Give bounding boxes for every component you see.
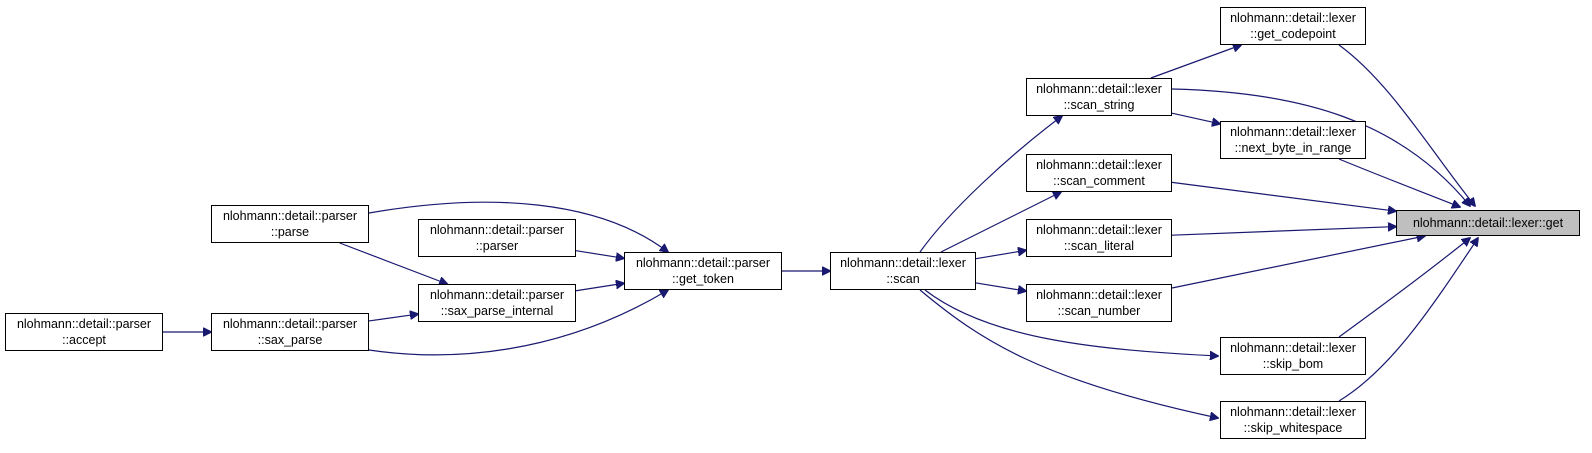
edge-get-codepoint-to-get <box>1338 44 1475 206</box>
node-parser-parse[interactable]: nlohmann::detail::parser ::parse <box>211 205 369 243</box>
node-label-line1: nlohmann::detail::lexer <box>1036 82 1162 96</box>
node-lexer-get-codepoint[interactable]: nlohmann::detail::lexer ::get_codepoint <box>1220 7 1366 45</box>
node-label-line1: nlohmann::detail::lexer <box>1230 125 1356 139</box>
edge-scan-string-to-next-byte-in-range <box>1171 112 1220 124</box>
edge-sax-parse-to-get-token <box>368 290 668 356</box>
node-lexer-scan-comment[interactable]: nlohmann::detail::lexer ::scan_comment <box>1026 154 1172 192</box>
edge-scan-literal-to-get <box>1171 227 1396 236</box>
edge-parser-to-get-token <box>575 250 624 259</box>
node-lexer-scan[interactable]: nlohmann::detail::lexer ::scan <box>830 252 976 290</box>
edge-scan-string-to-get-codepoint <box>1150 45 1241 79</box>
edge-scan-string-to-get <box>1171 88 1470 206</box>
node-label-line1: nlohmann::detail::lexer <box>1230 11 1356 25</box>
edge-next-byte-in-range-to-get <box>1338 158 1460 207</box>
edge-scan-to-scan-literal <box>975 250 1026 260</box>
edge-scan-to-skip-whitespace <box>919 289 1218 418</box>
node-label-line2: ::next_byte_in_range <box>1234 141 1352 155</box>
edge-skip-whitespace-to-get <box>1338 238 1478 402</box>
edge-scan-to-scan-string <box>919 116 1062 253</box>
node-parser-sax-parse-internal[interactable]: nlohmann::detail::parser ::sax_parse_int… <box>418 284 576 322</box>
edge-scan-to-skip-bom <box>924 289 1218 356</box>
node-label-line2: ::sax_parse <box>257 333 323 347</box>
node-label-line2: ::get_codepoint <box>1250 27 1336 41</box>
edge-scan-to-scan-comment <box>940 192 1061 253</box>
node-label-line2: ::parser <box>475 239 519 253</box>
edge-scan-comment-to-get <box>1171 181 1396 211</box>
node-lexer-skip-whitespace[interactable]: nlohmann::detail::lexer ::skip_whitespac… <box>1220 401 1366 439</box>
node-label-line2: ::skip_whitespace <box>1243 421 1343 435</box>
node-label-line1: nlohmann::detail::parser <box>429 223 565 237</box>
node-label-line1: nlohmann::detail::lexer <box>840 256 966 270</box>
node-label: nlohmann::detail::lexer::get <box>1412 216 1564 230</box>
node-parser-parser[interactable]: nlohmann::detail::parser ::parser <box>418 219 576 257</box>
node-lexer-next-byte-in-range[interactable]: nlohmann::detail::lexer ::next_byte_in_r… <box>1220 121 1366 159</box>
node-label-line2: ::scan_comment <box>1053 174 1145 188</box>
node-label-line1: nlohmann::detail::parser <box>429 288 565 302</box>
node-label-line1: nlohmann::detail::lexer <box>1230 405 1356 419</box>
node-lexer-scan-literal[interactable]: nlohmann::detail::lexer ::scan_literal <box>1026 219 1172 257</box>
node-lexer-get[interactable]: nlohmann::detail::lexer::get <box>1396 210 1580 236</box>
edge-scan-number-to-get <box>1171 236 1425 289</box>
edge-parse-to-get-token <box>368 201 668 252</box>
node-label-line1: nlohmann::detail::parser <box>222 209 358 223</box>
node-label-line1: nlohmann::detail::parser <box>635 256 771 270</box>
node-label-line1: nlohmann::detail::lexer <box>1036 288 1162 302</box>
edge-scan-to-scan-number <box>975 282 1026 291</box>
node-label-line2: ::scan_literal <box>1063 239 1135 253</box>
node-label-line2: ::parse <box>270 225 310 239</box>
node-label-line2: ::scan <box>886 272 920 286</box>
node-parser-get-token[interactable]: nlohmann::detail::parser ::get_token <box>624 252 782 290</box>
edge-skip-bom-to-get <box>1338 238 1470 338</box>
node-label-line1: nlohmann::detail::lexer <box>1036 223 1162 237</box>
node-lexer-skip-bom[interactable]: nlohmann::detail::lexer ::skip_bom <box>1220 337 1366 375</box>
node-label-line2: ::skip_bom <box>1262 357 1324 371</box>
edge-sax-parse-to-sax-parse-internal <box>368 314 418 322</box>
node-label-line2: ::accept <box>62 333 106 347</box>
edge-sax-parse-internal-to-get-token <box>575 283 624 292</box>
node-label-line2: ::scan_string <box>1063 98 1135 112</box>
node-lexer-scan-string[interactable]: nlohmann::detail::lexer ::scan_string <box>1026 78 1172 116</box>
node-label-line2: ::scan_number <box>1057 304 1141 318</box>
node-label-line1: nlohmann::detail::lexer <box>1036 158 1162 172</box>
node-label-line2: ::sax_parse_internal <box>440 304 554 318</box>
node-label-line1: nlohmann::detail::lexer <box>1230 341 1356 355</box>
edge-parse-to-sax-parse-internal <box>339 242 447 284</box>
node-parser-accept[interactable]: nlohmann::detail::parser ::accept <box>5 313 163 351</box>
node-label-line1: nlohmann::detail::parser <box>16 317 152 331</box>
node-label-line1: nlohmann::detail::parser <box>222 317 358 331</box>
node-parser-sax-parse[interactable]: nlohmann::detail::parser ::sax_parse <box>211 313 369 351</box>
node-label-line2: ::get_token <box>672 272 734 286</box>
node-lexer-scan-number[interactable]: nlohmann::detail::lexer ::scan_number <box>1026 284 1172 322</box>
